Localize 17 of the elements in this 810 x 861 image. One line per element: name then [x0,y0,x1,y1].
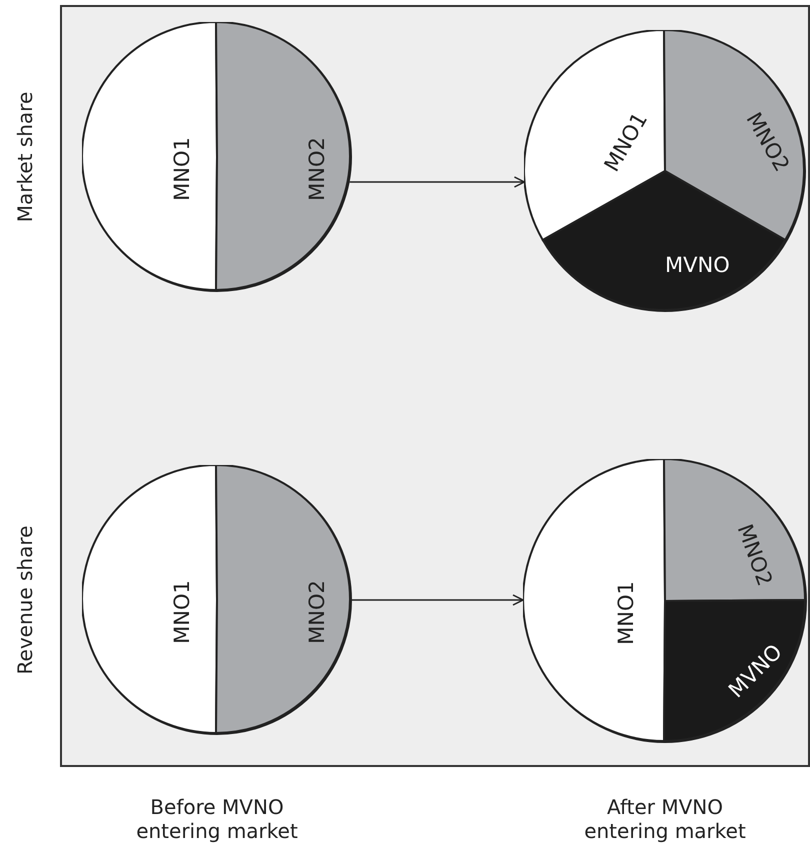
pie-chart [82,465,352,735]
arrow [352,594,524,606]
row-label: Market share [13,90,37,224]
slice-label: MVNO [665,252,730,277]
slice-label: MNO1 [169,137,194,201]
pie-chart [82,22,352,292]
slice-label: MNO2 [304,137,328,201]
slice-label: MNO2 [304,580,328,644]
row-label: Revenue share [13,524,37,676]
column-label: Before MVNO entering market [135,795,299,843]
pie-chart [524,30,806,312]
slice-label: MNO2 [732,520,778,589]
slice-label: MNO1 [614,581,638,645]
slice-label: MNO1 [169,580,194,644]
arrow [350,176,526,188]
pie-chart [523,459,807,743]
column-label: After MVNO entering market [583,795,747,843]
